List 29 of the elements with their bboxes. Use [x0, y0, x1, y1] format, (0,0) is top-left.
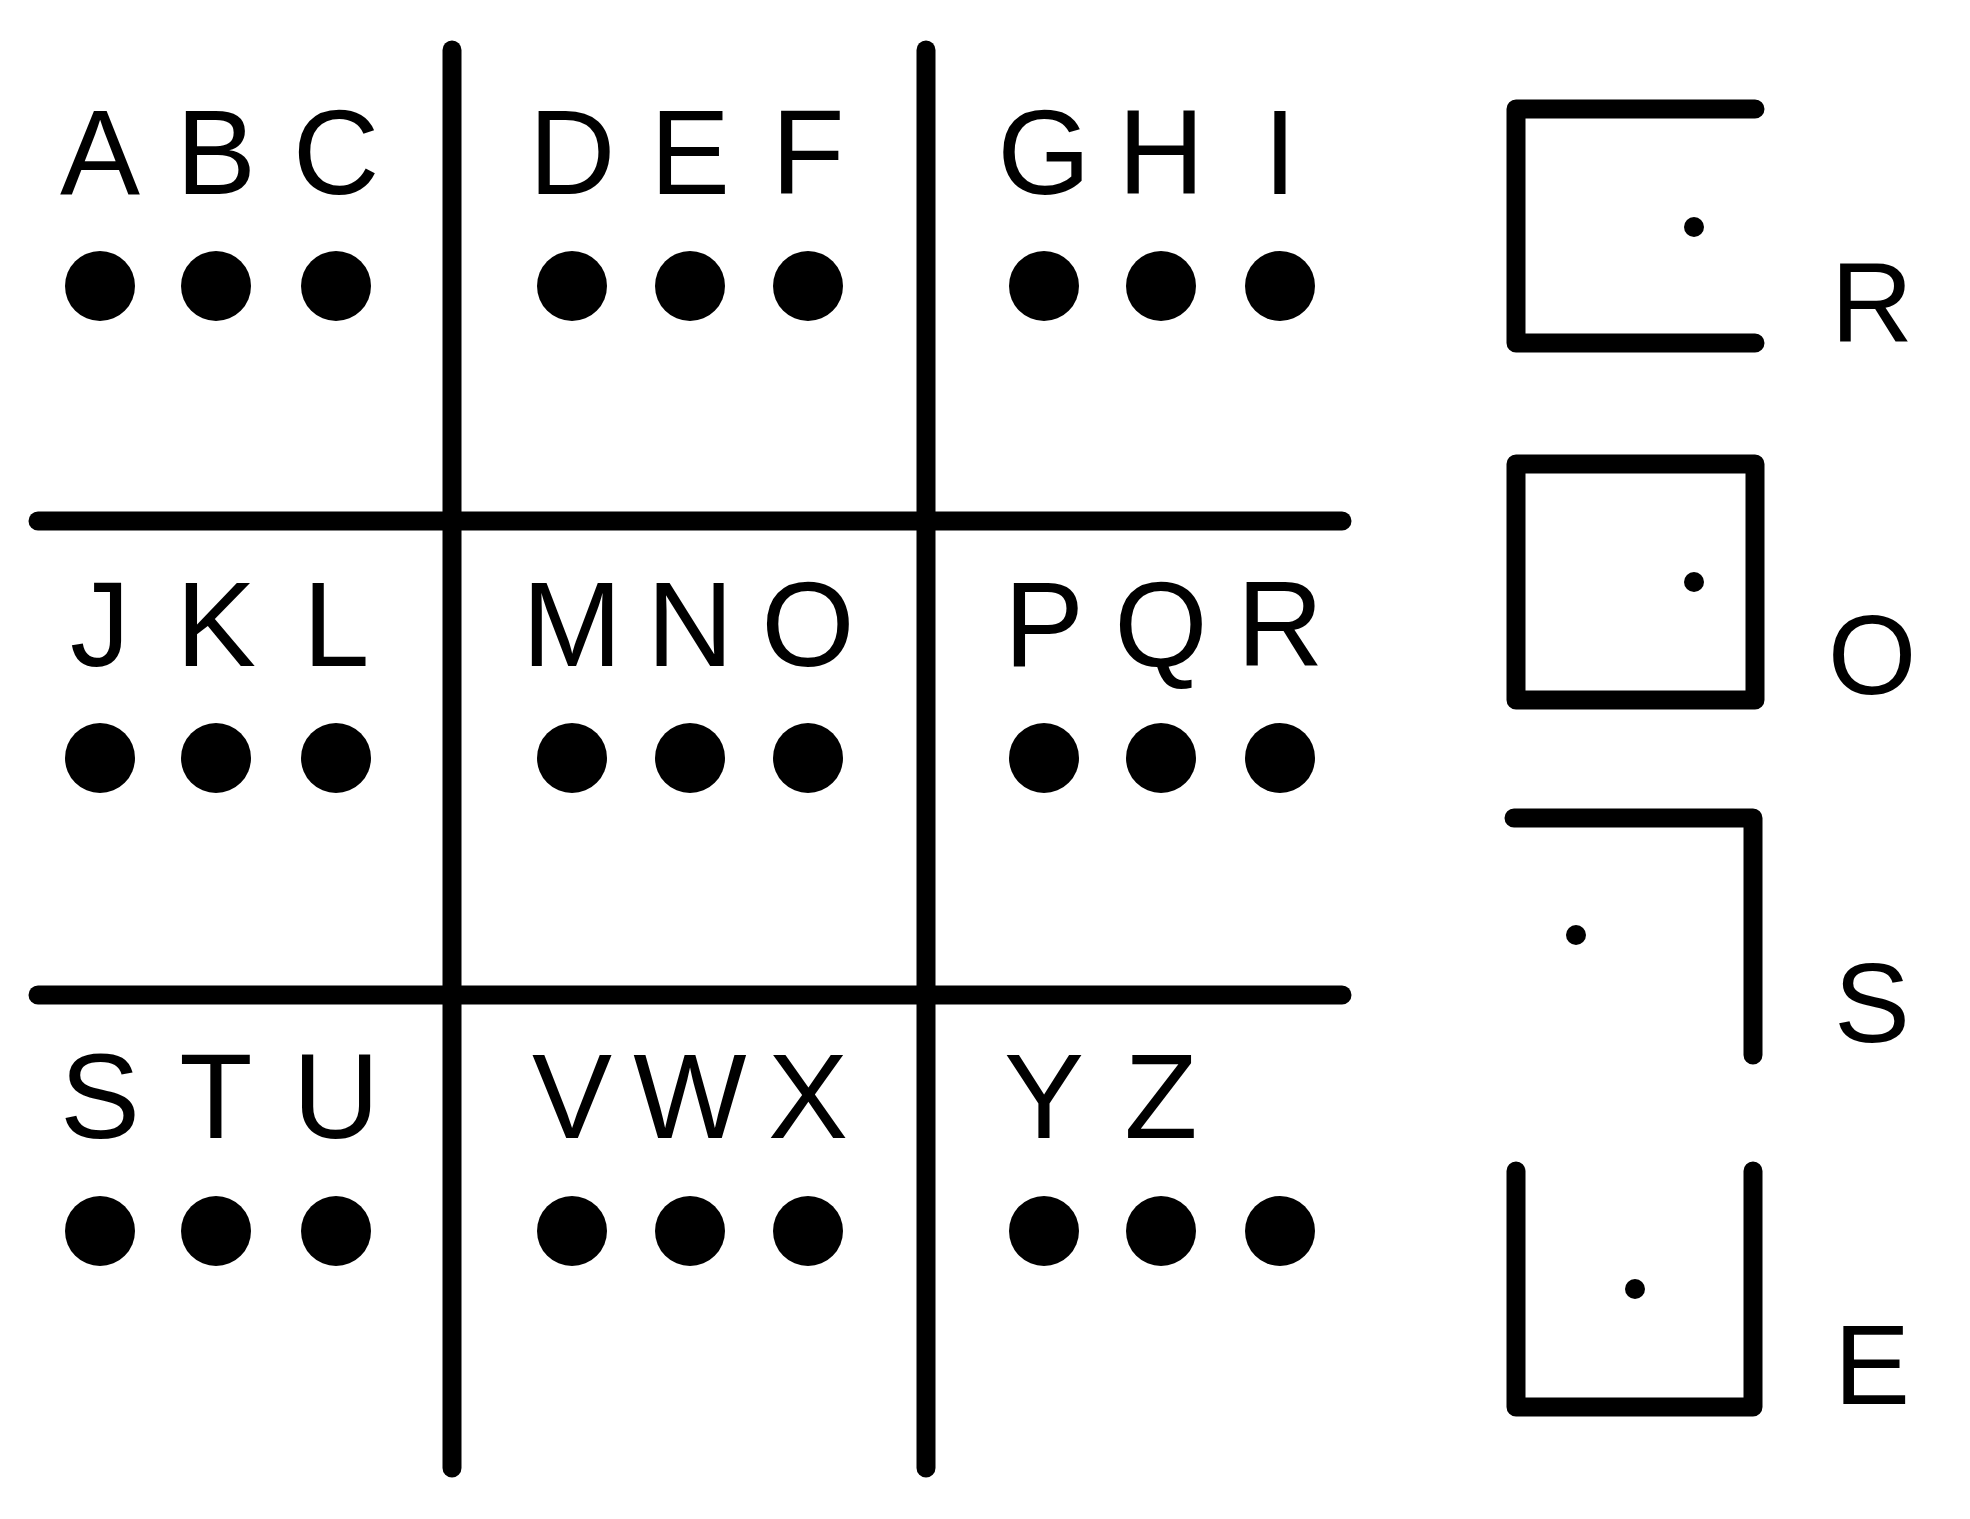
letter-label: J	[70, 564, 130, 685]
letter-label: E	[650, 92, 730, 213]
letter-label: F	[771, 92, 845, 213]
letter-label: N	[646, 564, 734, 685]
letter-label: O	[1827, 598, 1917, 713]
letter-label: Y	[1004, 1036, 1084, 1157]
letter-label: U	[292, 1036, 380, 1157]
letter-label: E	[1834, 1308, 1910, 1423]
letter-label: B	[176, 92, 256, 213]
letter-label: T	[179, 1036, 253, 1157]
letter-label: O	[761, 564, 855, 685]
letter-label: R	[1830, 245, 1914, 360]
letter-label: S	[1834, 946, 1910, 1061]
letter-label: Z	[1124, 1036, 1198, 1157]
letter-label: A	[60, 92, 140, 213]
letter-label: P	[1004, 564, 1084, 685]
letter-label: C	[292, 92, 380, 213]
letter-label: R	[1236, 564, 1324, 685]
letter-label: X	[768, 1036, 848, 1157]
letter-label: K	[176, 564, 256, 685]
letter-label: L	[302, 564, 370, 685]
letter-label: G	[997, 92, 1091, 213]
letter-label: S	[60, 1036, 140, 1157]
letter-label: V	[532, 1036, 612, 1157]
letter-label: D	[528, 92, 616, 213]
letter-label: I	[1263, 92, 1297, 213]
letter-label: W	[633, 1036, 747, 1157]
letter-label: H	[1117, 92, 1205, 213]
letter-label: M	[522, 564, 622, 685]
